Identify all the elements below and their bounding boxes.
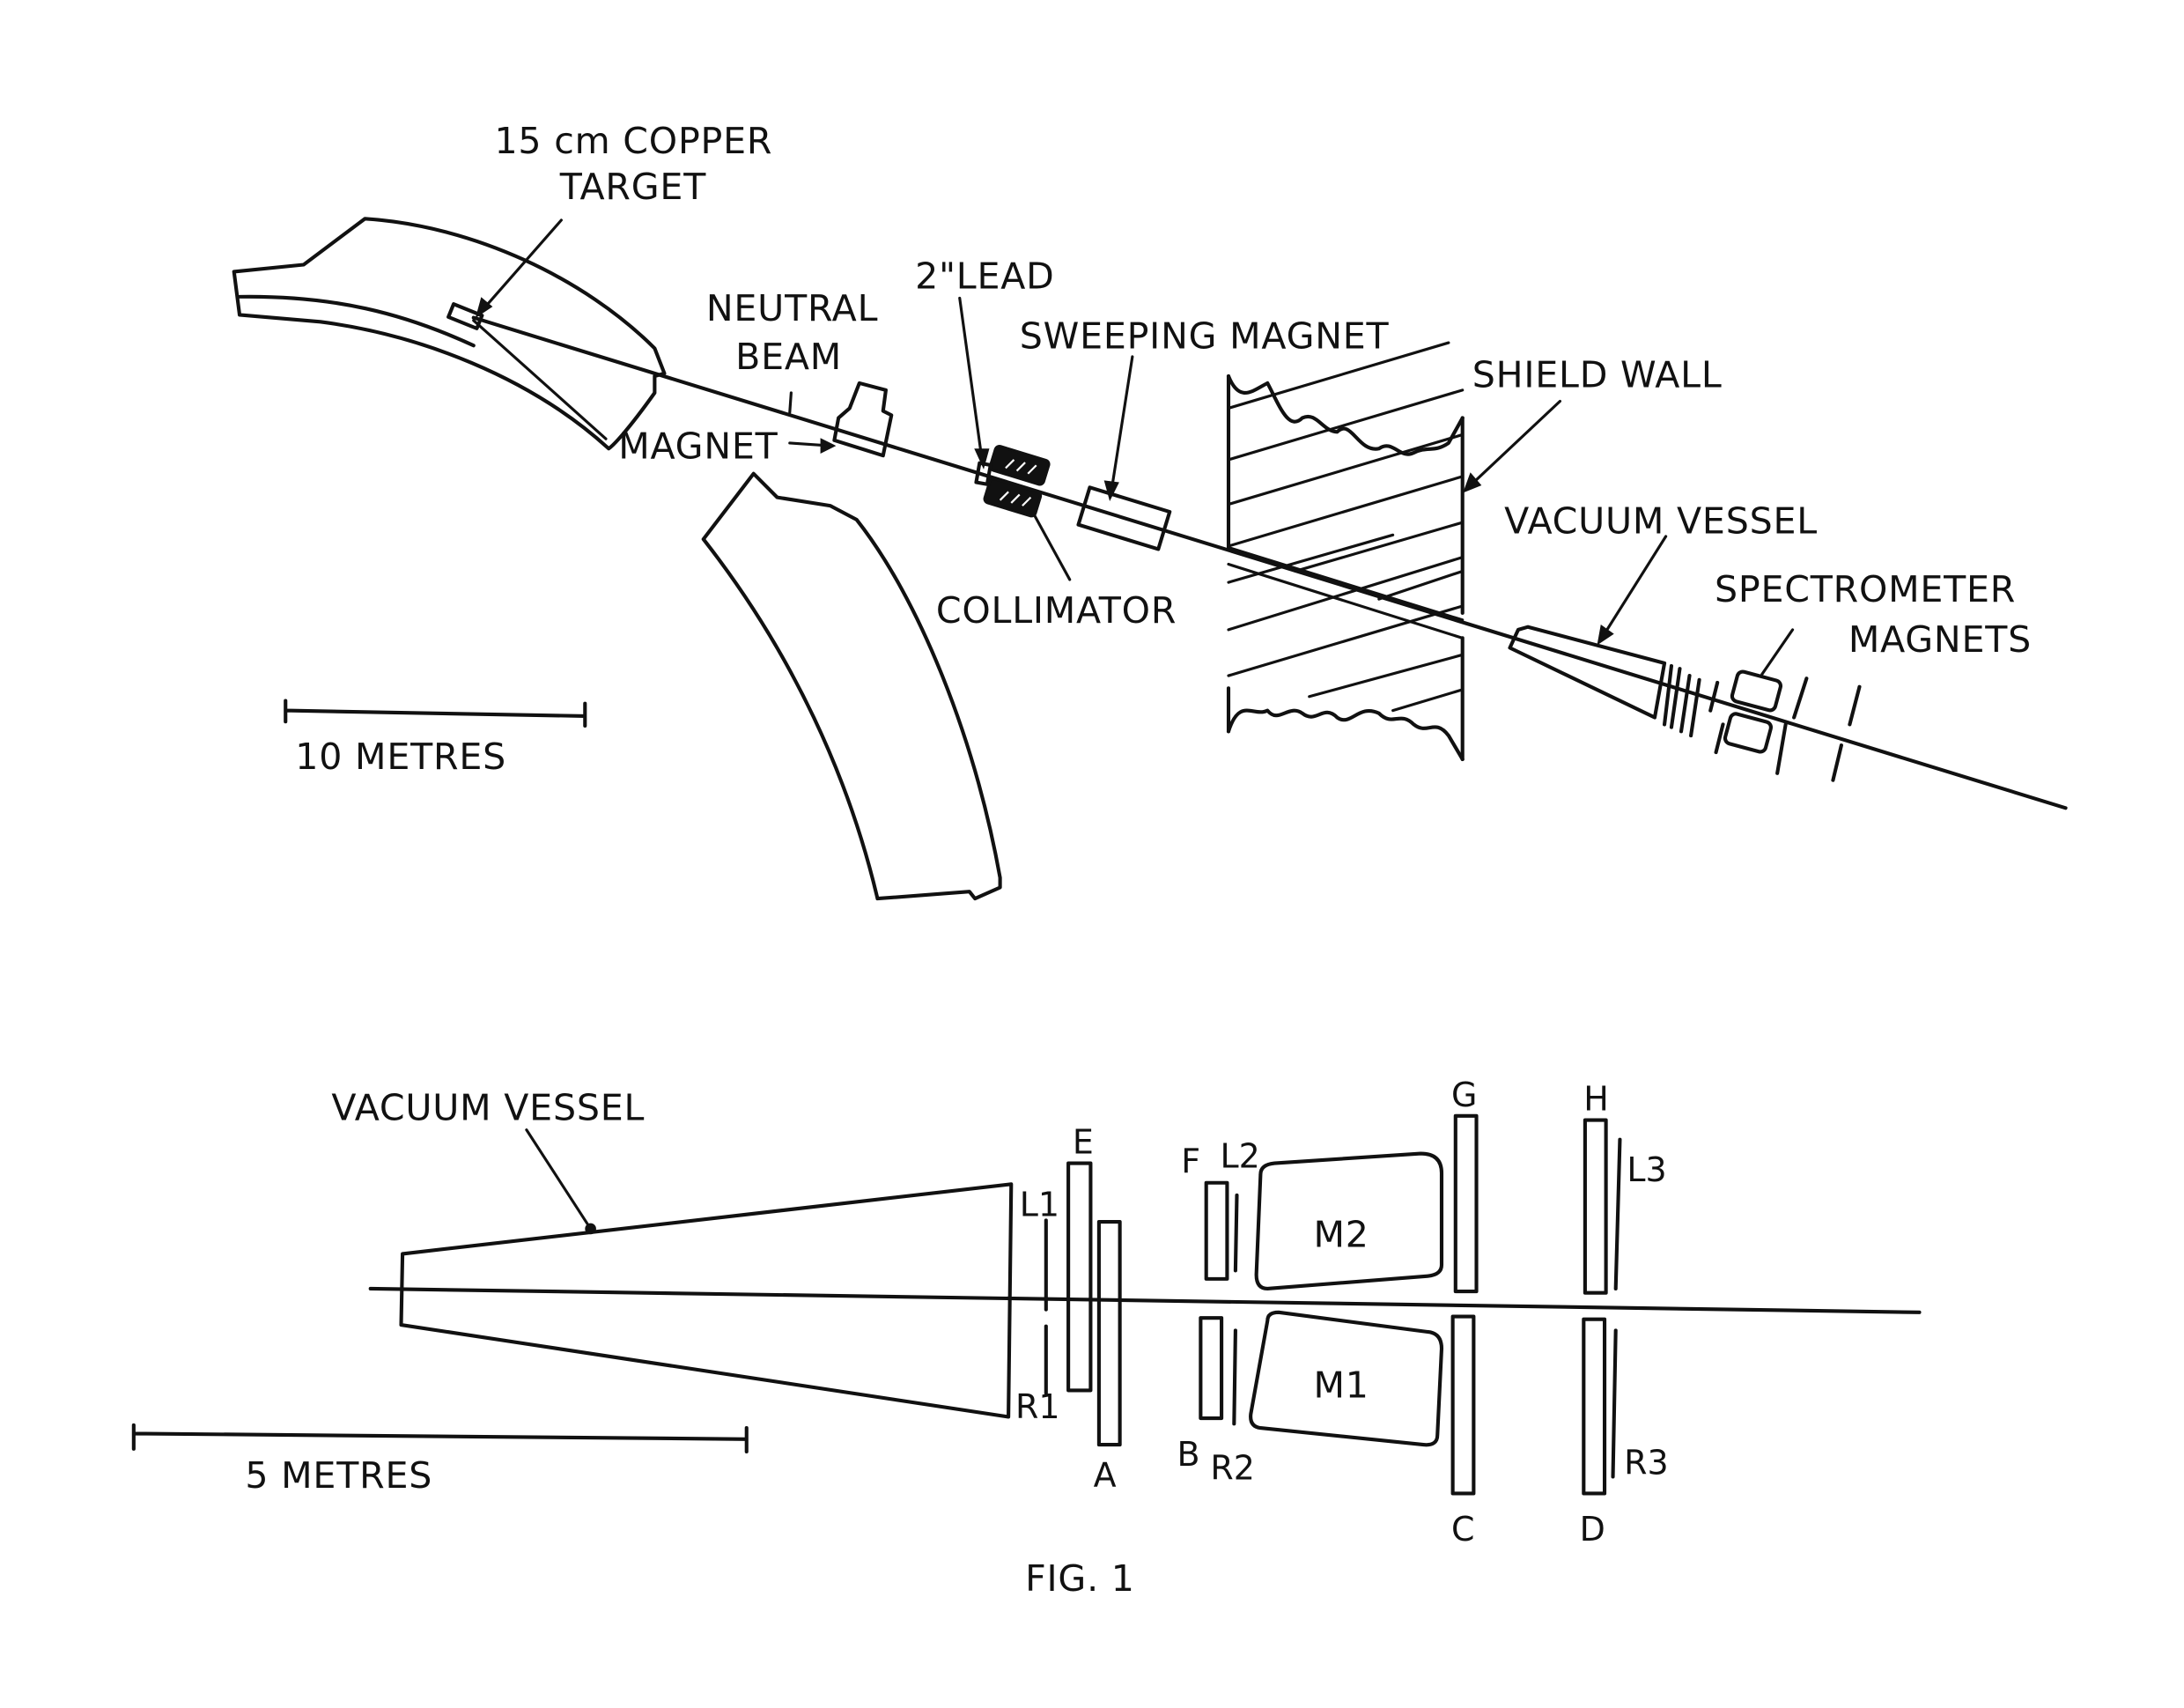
spectrometer-pointer	[1760, 628, 1795, 677]
lead-pointer	[958, 296, 984, 462]
shield-wall-pointer	[1466, 399, 1562, 490]
label-scale-10m: 10 METRES	[295, 736, 506, 778]
target-arrowhead	[475, 297, 493, 319]
neutral-beam-line	[471, 315, 2068, 810]
copper-target	[446, 302, 484, 330]
accelerator-arc-upper-inner	[237, 294, 476, 348]
figure-caption: FIG. 1	[1025, 1557, 1135, 1600]
counter-R3	[1611, 1328, 1618, 1479]
detail-layout: VACUUM VESSEL L1 R1 E A F L2 B R2 M2 M1 …	[131, 1076, 1922, 1549]
vacuum-vessel-pointer	[1600, 535, 1668, 640]
label-D: D	[1580, 1510, 1605, 1549]
label-H: H	[1583, 1080, 1609, 1119]
lead-arrowhead	[974, 448, 990, 470]
counter-D	[1582, 1317, 1607, 1496]
label-neutral-beam-1: NEUTRAL	[706, 287, 878, 329]
label-R2: R2	[1210, 1449, 1255, 1488]
proton-beam-line	[472, 319, 608, 440]
counter-E	[1066, 1161, 1093, 1393]
label-collimator: COLLIMATOR	[936, 589, 1177, 632]
collimator-upper	[988, 444, 1051, 486]
collimator-lower	[983, 477, 1043, 518]
counter-A	[1096, 1219, 1122, 1447]
label-L1: L1	[1020, 1186, 1059, 1224]
label-E: E	[1073, 1123, 1094, 1162]
label-vacuum-vessel-detail: VACUUM VESSEL	[331, 1087, 645, 1129]
collimator-pointer	[1029, 506, 1072, 581]
collimator-hatching	[999, 459, 1037, 506]
scale-bar-5m	[131, 1423, 749, 1454]
label-magnet: MAGNET	[618, 425, 778, 467]
label-L3: L3	[1627, 1150, 1666, 1189]
label-spectrometer-1: SPECTROMETER	[1715, 568, 2016, 610]
neutral-beam-arrow	[788, 391, 793, 414]
counter-L2	[1233, 1193, 1239, 1273]
label-sweeping-magnet: SWEEPING MAGNET	[1020, 314, 1390, 357]
target-pointer	[480, 218, 563, 313]
shield-wall-arrowhead	[1463, 472, 1482, 493]
label-spectrometer-2: MAGNETS	[1848, 618, 2032, 661]
counter-B	[1199, 1316, 1224, 1421]
label-L2: L2	[1221, 1136, 1260, 1175]
sweeping-magnet-arrowhead	[1103, 480, 1119, 502]
overview-layout: 15 cm COPPER TARGET NEUTRAL BEAM MAGNET …	[232, 120, 2068, 901]
label-vacuum-vessel-overview: VACUUM VESSEL	[1504, 500, 1818, 543]
label-lead: 2"LEAD	[915, 255, 1054, 297]
counter-C	[1450, 1314, 1476, 1496]
magnet-M1	[1249, 1310, 1444, 1447]
magnet-arrowhead	[820, 438, 837, 454]
label-R3: R3	[1624, 1443, 1669, 1482]
vacuum-vessel-arrowhead	[1597, 624, 1614, 646]
label-neutral-beam-2: BEAM	[735, 336, 842, 378]
counter-G	[1453, 1113, 1479, 1294]
label-shield-wall: SHIELD WALL	[1472, 354, 1723, 396]
counter-R2	[1232, 1328, 1237, 1426]
counter-F	[1204, 1180, 1229, 1281]
counter-H	[1583, 1118, 1608, 1295]
label-R1: R1	[1015, 1387, 1060, 1426]
shield-wall	[1226, 341, 1465, 762]
label-C: C	[1451, 1510, 1475, 1549]
detail-beam-axis	[368, 1286, 1922, 1314]
vacuum-vessel-overview	[1508, 625, 1667, 720]
neutral-beam-magnet	[832, 381, 894, 458]
vacuum-vessel-detail-dot	[585, 1223, 596, 1235]
label-M1: M1	[1313, 1364, 1369, 1406]
spectrometer-magnets	[1662, 663, 1862, 782]
magnet-M2	[1254, 1151, 1444, 1291]
counter-L3	[1613, 1137, 1622, 1291]
label-B: B	[1177, 1435, 1199, 1474]
sweeping-magnet-pointer	[1110, 355, 1134, 492]
vacuum-vessel-detail-pointer	[525, 1128, 593, 1231]
label-A: A	[1094, 1456, 1117, 1495]
label-scale-5m: 5 METRES	[245, 1454, 432, 1497]
scale-bar-10m	[284, 699, 587, 728]
label-copper-target-1: 15 cm COPPER	[494, 120, 772, 162]
label-G: G	[1451, 1076, 1477, 1114]
vacuum-vessel-detail	[399, 1182, 1014, 1419]
accelerator-arc-upper	[232, 217, 667, 451]
label-copper-target-2: TARGET	[559, 166, 706, 208]
sweeping-magnet	[1076, 485, 1172, 551]
label-F: F	[1181, 1142, 1200, 1181]
label-M2: M2	[1313, 1214, 1369, 1256]
accelerator-arc-lower	[701, 471, 1002, 901]
